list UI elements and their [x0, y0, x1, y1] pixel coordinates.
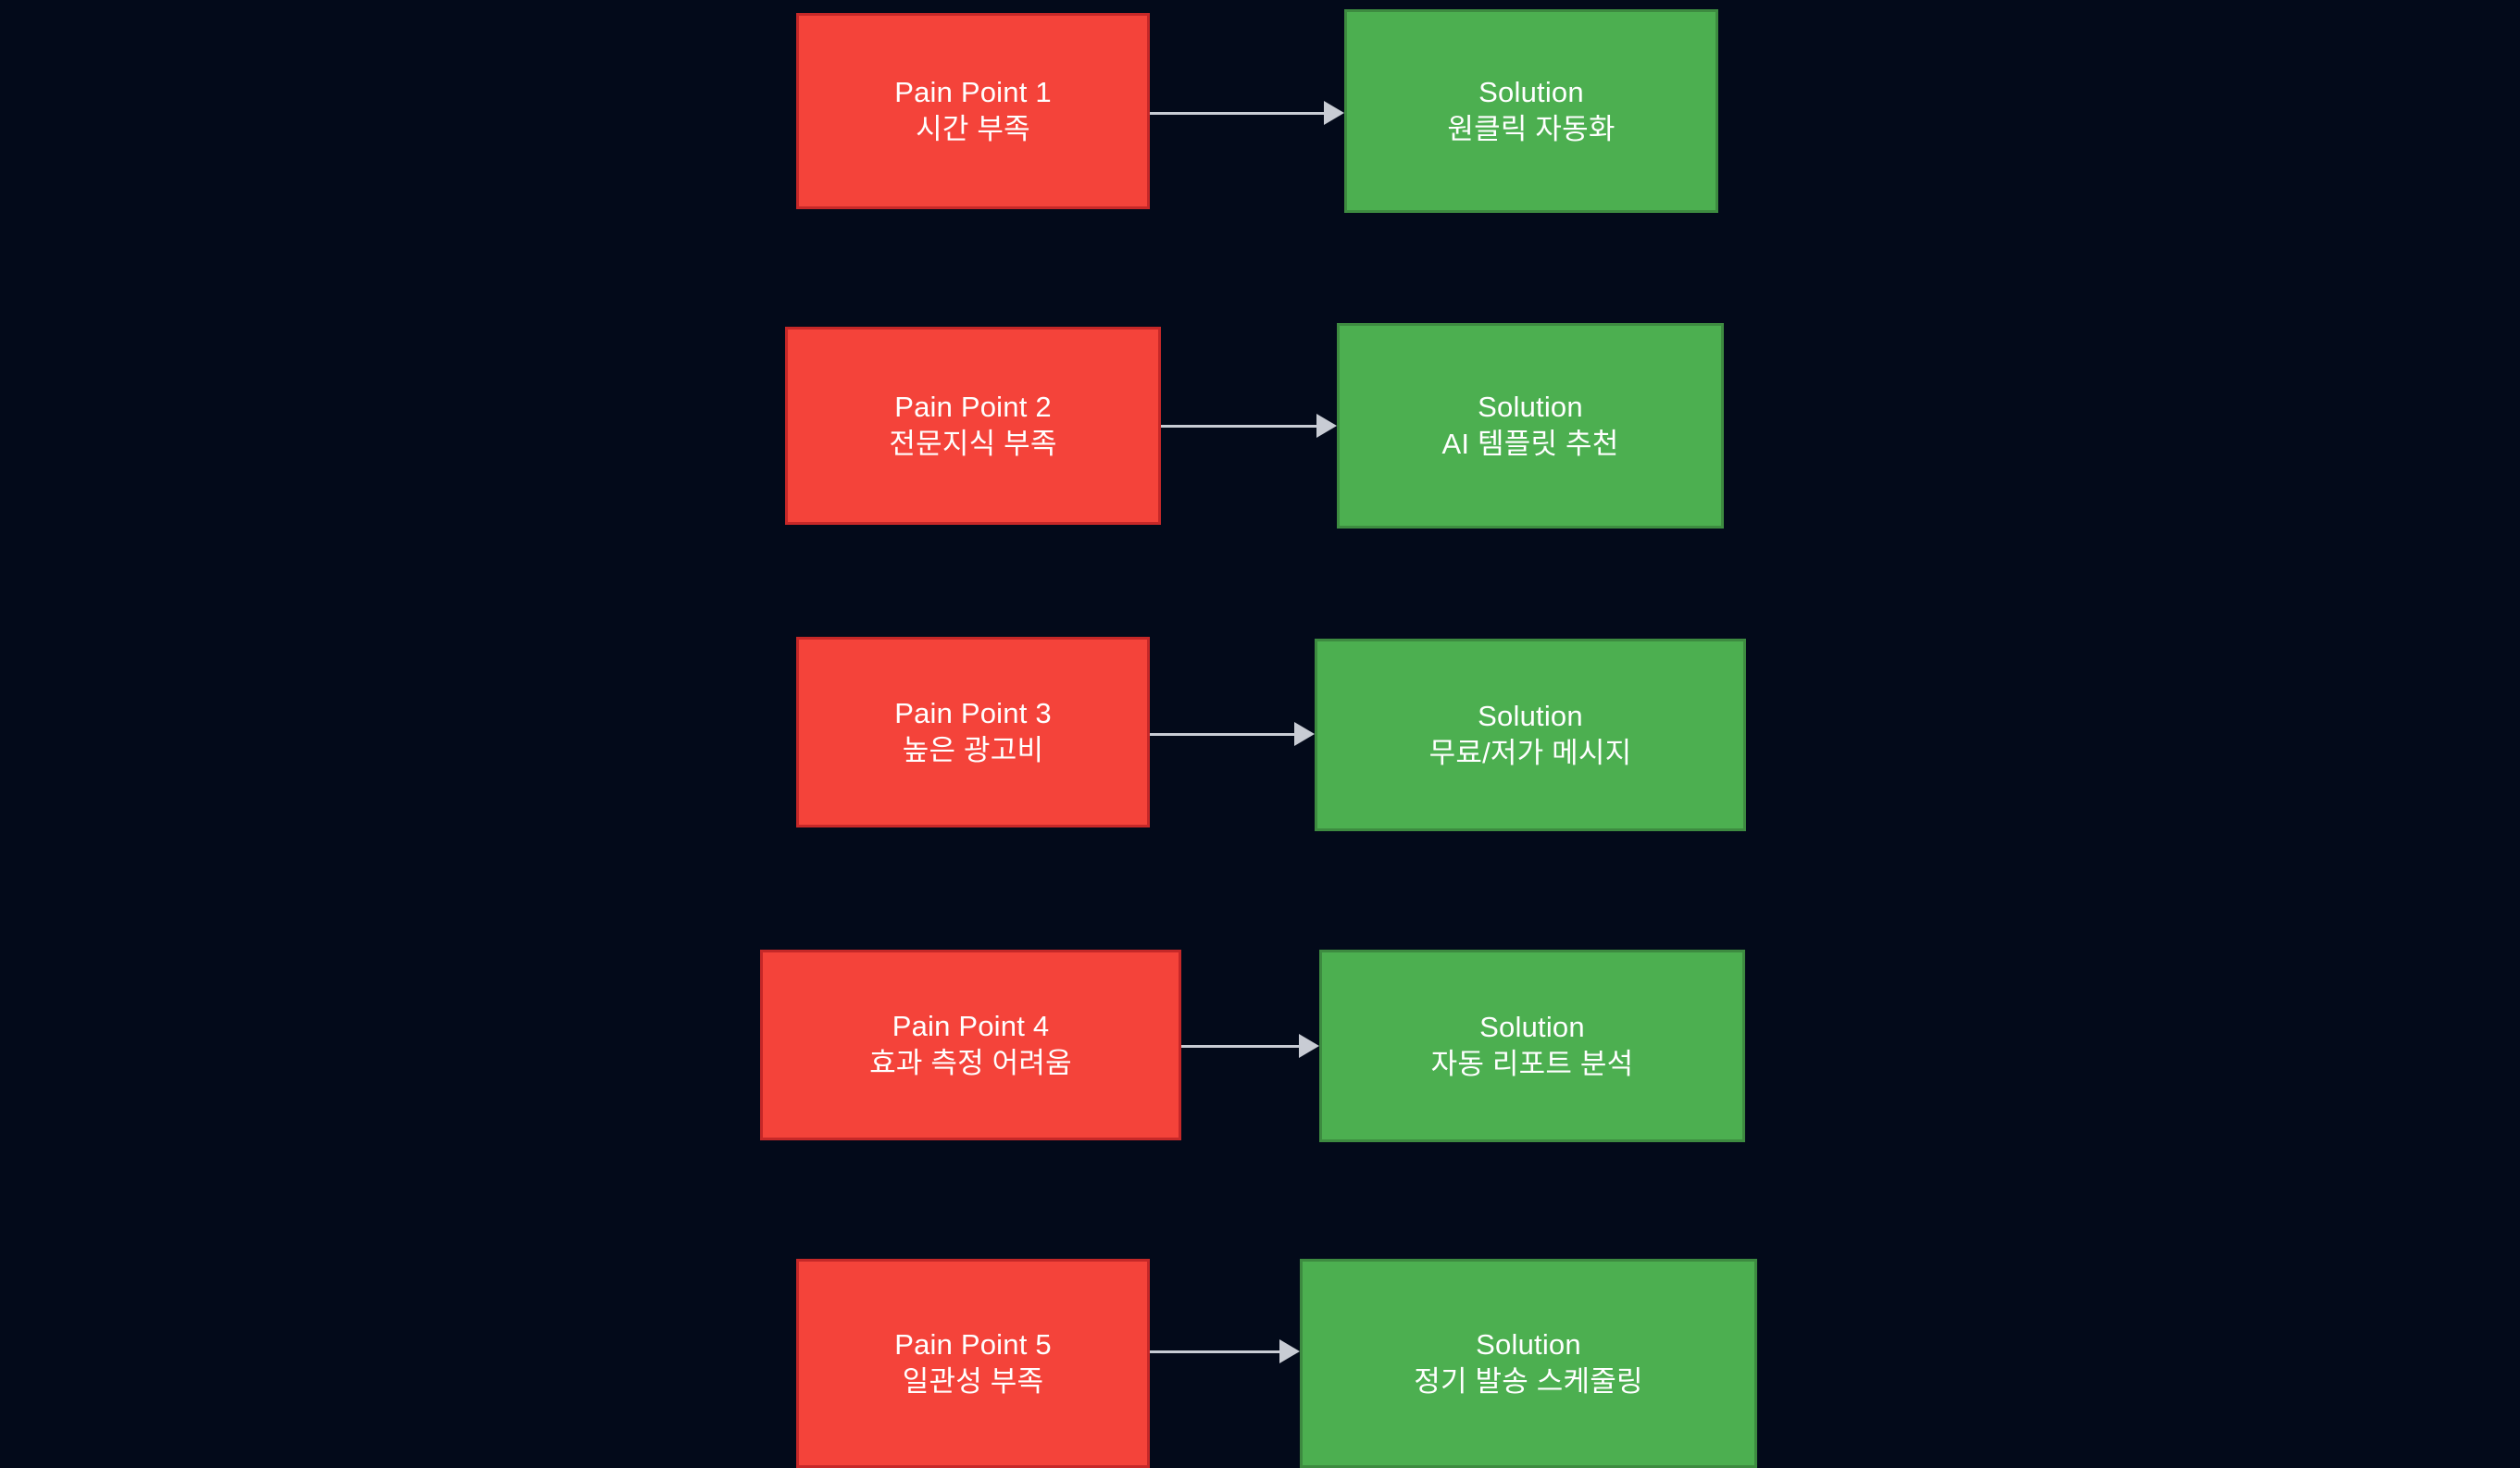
connector-line-5 — [1150, 1350, 1279, 1353]
arrow-head-icon-1 — [1324, 101, 1344, 125]
connector-line-2 — [1161, 425, 1316, 428]
solution-title: Solution — [1478, 75, 1584, 108]
pain-title: Pain Point 3 — [894, 696, 1052, 729]
arrow-head-icon-2 — [1316, 414, 1337, 438]
pain-detail: 효과 측정 어려움 — [869, 1047, 1072, 1079]
solution-title: Solution — [1478, 699, 1583, 732]
solution-node-4[interactable]: Solution 자동 리포트 분석 — [1319, 950, 1745, 1142]
solution-detail: 무료/저가 메시지 — [1428, 737, 1632, 769]
pain-point-node-4[interactable]: Pain Point 4 효과 측정 어려움 — [760, 950, 1181, 1140]
solution-detail: 자동 리포트 분석 — [1430, 1048, 1634, 1080]
solution-node-1[interactable]: Solution 원클릭 자동화 — [1344, 9, 1718, 213]
arrow-head-icon-5 — [1279, 1339, 1300, 1363]
solution-node-3[interactable]: Solution 무료/저가 메시지 — [1315, 639, 1746, 831]
solution-detail: AI 템플릿 추천 — [1441, 428, 1619, 460]
connector-line-4 — [1181, 1045, 1299, 1048]
arrow-head-icon-3 — [1294, 722, 1315, 746]
pain-point-node-3[interactable]: Pain Point 3 높은 광고비 — [796, 637, 1150, 827]
solution-title: Solution — [1476, 1327, 1581, 1361]
solution-node-2[interactable]: Solution AI 템플릿 추천 — [1337, 323, 1724, 529]
solution-title: Solution — [1478, 390, 1583, 423]
pain-title: Pain Point 4 — [892, 1009, 1050, 1042]
pain-detail: 높은 광고비 — [902, 734, 1044, 766]
pain-point-node-5[interactable]: Pain Point 5 일관성 부족 — [796, 1259, 1150, 1468]
arrow-head-icon-4 — [1299, 1034, 1319, 1058]
pain-title: Pain Point 1 — [894, 75, 1052, 108]
pain-title: Pain Point 2 — [894, 390, 1052, 423]
pain-detail: 시간 부족 — [916, 113, 1030, 145]
pain-point-node-1[interactable]: Pain Point 1 시간 부족 — [796, 13, 1150, 209]
pain-point-node-2[interactable]: Pain Point 2 전문지식 부족 — [785, 327, 1161, 525]
connector-line-3 — [1150, 733, 1294, 736]
solution-detail: 원클릭 자동화 — [1447, 113, 1616, 145]
pain-title: Pain Point 5 — [894, 1327, 1052, 1361]
solution-detail: 정기 발송 스케줄링 — [1414, 1365, 1643, 1398]
solution-node-5[interactable]: Solution 정기 발송 스케줄링 — [1300, 1259, 1757, 1468]
pain-detail: 전문지식 부족 — [889, 428, 1057, 460]
connector-line-1 — [1150, 112, 1324, 115]
solution-title: Solution — [1479, 1010, 1585, 1043]
pain-detail: 일관성 부족 — [902, 1365, 1044, 1398]
